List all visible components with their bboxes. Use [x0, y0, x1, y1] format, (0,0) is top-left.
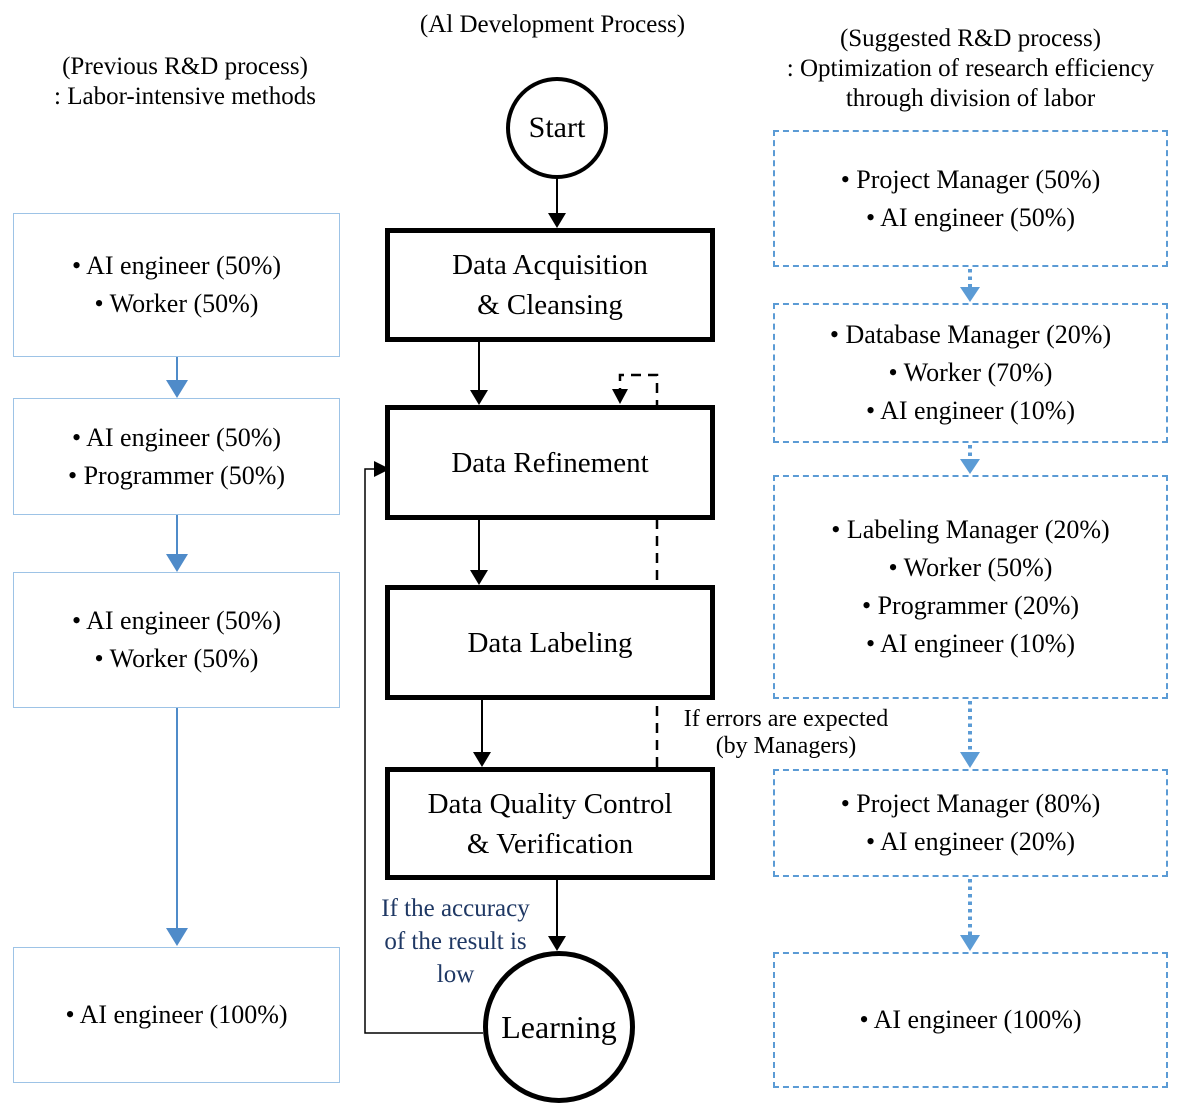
arrow-labeling-to-quality: [473, 700, 491, 767]
ai-development-process-title: (Al Development Process): [395, 10, 710, 40]
arrow-suggested-1-to-2: [960, 269, 980, 302]
previous-box-4: • AI engineer (100%): [13, 947, 340, 1083]
previous-process-title-line-1: (Previous R&D process): [62, 53, 308, 80]
step-data-labeling-line-1: Data Labeling: [467, 626, 633, 659]
suggested-box-3: • Labeling Manager (20%) • Worker (50%) …: [773, 475, 1168, 699]
previous-box-4-line-1: • AI engineer (100%): [65, 1000, 288, 1029]
solid-feedback-accuracy-line: [364, 461, 483, 1034]
arrow-suggested-3-to-4: [960, 701, 980, 768]
suggested-box-1-line-1: • Project Manager (50%): [840, 164, 1101, 194]
accuracy-condition-note-line-2: of the result is: [384, 928, 527, 955]
arrow-suggested-2-to-3: [960, 445, 980, 474]
step-data-refinement: Data Refinement: [385, 405, 715, 520]
start-node: Start: [506, 77, 608, 179]
step-data-quality-line-2: & Verification: [466, 827, 634, 860]
accuracy-condition-note-line-3: low: [436, 961, 475, 988]
arrow-suggested-4-to-5: [960, 879, 980, 951]
step-data-acquisition-cleansing: Data Acquisition & Cleansing: [385, 228, 715, 342]
suggested-process-title-line-1: (Suggested R&D process): [839, 25, 1102, 52]
step-data-refinement-line-1: Data Refinement: [451, 446, 649, 479]
arrow-refinement-to-labeling: [470, 520, 488, 585]
dashed-feedback-errors-line: [612, 373, 659, 767]
previous-box-1: • AI engineer (50%) • Worker (50%): [13, 213, 340, 357]
arrow-previous-2-to-3: [166, 515, 188, 572]
suggested-box-4: • Project Manager (80%) • AI engineer (2…: [773, 769, 1168, 877]
suggested-box-3-line-3: • Programmer (20%): [861, 591, 1080, 620]
previous-box-3: • AI engineer (50%) • Worker (50%): [13, 572, 340, 708]
previous-box-2: • AI engineer (50%) • Programmer (50%): [13, 398, 340, 515]
step-data-acquisition-line-1: Data Acquisition: [452, 249, 648, 281]
arrow-previous-3-to-4: [166, 708, 188, 946]
step-data-acquisition-line-2: & Cleansing: [477, 289, 623, 321]
suggested-box-4-line-2: • AI engineer (20%): [865, 827, 1076, 856]
suggested-box-2-line-1: • Database Manager (20%): [829, 320, 1112, 349]
suggested-process-title-line-3: through division of labor: [845, 85, 1096, 112]
error-condition-note: If errors are expected (by Managers): [650, 706, 922, 760]
step-data-labeling: Data Labeling: [385, 585, 715, 700]
step-data-quality-control-verification: Data Quality Control & Verification: [385, 767, 715, 880]
previous-process-title-line-2: : Labor-intensive methods: [54, 83, 316, 110]
start-node-label: Start: [528, 111, 586, 144]
suggested-process-title: (Suggested R&D process) : Optimization o…: [758, 24, 1183, 114]
suggested-box-1-line-2: • AI engineer (50%): [865, 202, 1076, 232]
suggested-box-3-line-1: • Labeling Manager (20%): [831, 515, 1110, 544]
previous-box-2-line-1: • AI engineer (50%): [71, 422, 282, 452]
arrow-previous-1-to-2: [166, 357, 188, 398]
previous-process-title: (Previous R&D process) : Labor-intensive…: [10, 52, 360, 112]
error-condition-note-line-1: If errors are expected: [683, 706, 889, 732]
arrow-quality-to-learning: [548, 880, 566, 951]
suggested-box-2-line-2: • Worker (70%): [888, 358, 1053, 387]
ai-development-process-title-line: (Al Development Process): [419, 11, 686, 38]
learning-node: Learning: [483, 951, 635, 1103]
step-data-quality-line-1: Data Quality Control: [427, 787, 673, 820]
suggested-box-3-line-4: • AI engineer (10%): [865, 629, 1076, 658]
arrow-start-to-acquisition: [548, 178, 566, 228]
error-condition-note-line-2: (by Managers): [715, 733, 857, 759]
previous-box-1-line-2: • Worker (50%): [94, 289, 259, 318]
suggested-box-3-line-2: • Worker (50%): [888, 553, 1053, 582]
suggested-box-5: • AI engineer (100%): [773, 952, 1168, 1088]
learning-node-label: Learning: [501, 1008, 617, 1045]
arrow-acquisition-to-refinement: [470, 342, 488, 405]
accuracy-condition-note: If the accuracy of the result is low: [358, 892, 553, 991]
previous-box-2-line-2: • Programmer (50%): [67, 460, 286, 490]
accuracy-condition-note-line-1: If the accuracy: [381, 895, 530, 922]
previous-box-3-line-1: • AI engineer (50%): [71, 606, 282, 635]
suggested-box-2-line-3: • AI engineer (10%): [865, 396, 1076, 425]
suggested-box-4-line-1: • Project Manager (80%): [840, 789, 1101, 818]
previous-box-3-line-2: • Worker (50%): [94, 644, 259, 673]
suggested-process-title-line-2: : Optimization of research efficiency: [786, 55, 1155, 82]
suggested-box-1: • Project Manager (50%) • AI engineer (5…: [773, 130, 1168, 267]
suggested-box-5-line-1: • AI engineer (100%): [859, 1005, 1082, 1034]
previous-box-1-line-1: • AI engineer (50%): [71, 251, 282, 280]
suggested-box-2: • Database Manager (20%) • Worker (70%) …: [773, 303, 1168, 443]
